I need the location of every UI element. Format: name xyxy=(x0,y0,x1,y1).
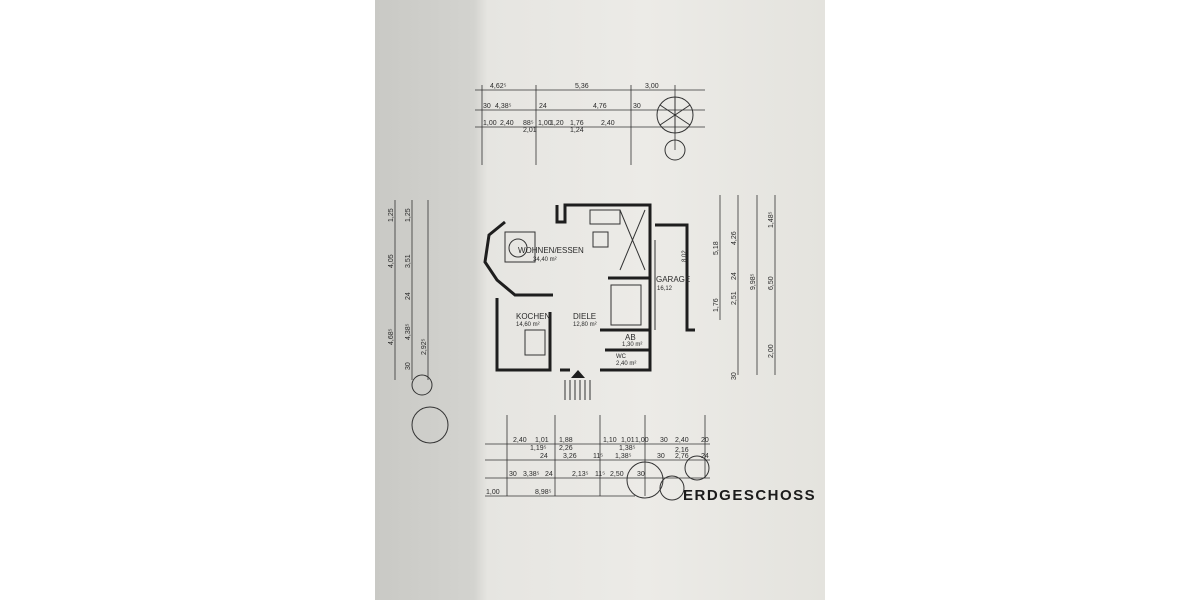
svg-text:30: 30 xyxy=(483,103,491,110)
room-label-wohnen: WOHNEN/ESSEN xyxy=(518,246,584,255)
svg-text:5,36: 5,36 xyxy=(575,83,589,90)
svg-text:2,51: 2,51 xyxy=(731,291,738,305)
svg-text:30: 30 xyxy=(660,437,668,444)
svg-text:1,76: 1,76 xyxy=(713,298,720,312)
svg-text:4,76: 4,76 xyxy=(593,103,607,110)
svg-text:3,51: 3,51 xyxy=(405,254,412,268)
svg-text:1,20: 1,20 xyxy=(550,120,564,127)
svg-text:2,13⁵: 2,13⁵ xyxy=(572,471,589,478)
room-label-ab: AB xyxy=(625,333,636,342)
svg-text:4,62⁵: 4,62⁵ xyxy=(490,83,507,90)
svg-text:1,01: 1,01 xyxy=(621,437,635,444)
svg-text:11⁵: 11⁵ xyxy=(595,471,605,478)
svg-text:2,26: 2,26 xyxy=(559,445,573,452)
svg-text:24: 24 xyxy=(731,272,738,280)
svg-text:2,40: 2,40 xyxy=(500,120,514,127)
svg-text:2,40: 2,40 xyxy=(601,120,615,127)
svg-text:24: 24 xyxy=(539,103,547,110)
room-area-ab: 1,30 m² xyxy=(622,342,642,348)
right-dimension-chain: 5,18 1,76 4,26 24 2,51 30 9,98⁵ 1,48⁵ 6,… xyxy=(713,195,776,380)
svg-text:1,76: 1,76 xyxy=(570,120,584,127)
svg-text:30: 30 xyxy=(509,471,517,478)
room-label-diele: DIELE xyxy=(573,312,596,321)
svg-text:5,18: 5,18 xyxy=(713,241,720,255)
svg-text:1,01: 1,01 xyxy=(535,437,549,444)
svg-text:2,40: 2,40 xyxy=(675,437,689,444)
room-label-garage: GARAGE xyxy=(656,275,690,284)
svg-text:1,88: 1,88 xyxy=(559,437,573,444)
svg-text:1,00: 1,00 xyxy=(483,120,497,127)
svg-text:4,38⁵: 4,38⁵ xyxy=(495,103,512,110)
svg-text:6,50: 6,50 xyxy=(768,276,775,290)
svg-text:1,38⁵: 1,38⁵ xyxy=(619,445,636,452)
entrance-arrow-icon xyxy=(571,370,585,378)
bottom-dimension-chain: 2,40 1,01 1,19⁵ 1,88 2,26 1,10 1,01 1,38… xyxy=(485,415,710,501)
plan-title: ERDGESCHOSS xyxy=(683,487,816,504)
svg-text:2,40: 2,40 xyxy=(513,437,527,444)
svg-text:4,38⁵: 4,38⁵ xyxy=(405,323,412,340)
svg-text:4,26: 4,26 xyxy=(731,231,738,245)
svg-text:1,19⁵: 1,19⁵ xyxy=(530,445,547,452)
svg-text:1,10: 1,10 xyxy=(603,437,617,444)
top-dimension-chain: 4,62⁵ 5,36 3,00 30 4,38⁵ 24 4,76 30 1,00… xyxy=(475,83,705,165)
building-walls xyxy=(483,203,695,400)
svg-text:11⁵: 11⁵ xyxy=(593,453,603,460)
left-dimension-chain: 1,25 4,05 4,68⁵ 1,25 3,51 24 4,38⁵ 30 2,… xyxy=(388,200,449,444)
svg-text:30: 30 xyxy=(405,362,412,370)
svg-text:2,76: 2,76 xyxy=(675,453,689,460)
svg-text:30: 30 xyxy=(637,471,645,478)
floor-plan-drawing: 4,62⁵ 5,36 3,00 30 4,38⁵ 24 4,76 30 1,00… xyxy=(388,83,816,504)
svg-text:3,38⁵: 3,38⁵ xyxy=(523,471,540,478)
svg-text:30: 30 xyxy=(731,372,738,380)
svg-text:1,00: 1,00 xyxy=(635,437,649,444)
svg-text:1,25: 1,25 xyxy=(388,208,395,222)
svg-text:1,00: 1,00 xyxy=(538,120,552,127)
room-area-diele: 12,80 m² xyxy=(573,322,597,328)
svg-text:88⁵: 88⁵ xyxy=(523,120,534,127)
svg-text:24: 24 xyxy=(701,453,709,460)
svg-text:30: 30 xyxy=(657,453,665,460)
svg-text:9,98⁵: 9,98⁵ xyxy=(750,273,757,290)
svg-text:3,00: 3,00 xyxy=(645,83,659,90)
room-area-kochen: 14,60 m² xyxy=(516,322,540,328)
room-area-wohnen: 34,40 m² xyxy=(533,257,557,263)
svg-text:8,02: 8,02 xyxy=(682,250,688,262)
svg-text:2,92⁵: 2,92⁵ xyxy=(421,338,428,355)
room-area-garage: 16,12 xyxy=(657,286,673,292)
svg-text:20: 20 xyxy=(701,437,709,444)
svg-text:24: 24 xyxy=(545,471,553,478)
svg-text:1,00: 1,00 xyxy=(486,489,500,496)
room-area-wc: 2,40 m² xyxy=(616,361,636,367)
svg-text:30: 30 xyxy=(633,103,641,110)
svg-text:1,25: 1,25 xyxy=(405,208,412,222)
svg-text:2,00: 2,00 xyxy=(768,344,775,358)
svg-text:2,16: 2,16 xyxy=(675,447,689,454)
svg-text:4,05: 4,05 xyxy=(388,254,395,268)
svg-text:24: 24 xyxy=(540,453,548,460)
svg-text:2,50: 2,50 xyxy=(610,471,624,478)
room-label-wc: WC xyxy=(616,354,627,360)
svg-text:1,24: 1,24 xyxy=(570,127,584,134)
svg-text:1,48⁵: 1,48⁵ xyxy=(768,211,775,228)
svg-text:24: 24 xyxy=(405,292,412,300)
tree-symbol xyxy=(656,96,694,161)
room-label-kochen: KOCHEN xyxy=(516,312,550,321)
svg-text:3,26: 3,26 xyxy=(563,453,577,460)
svg-text:2,01: 2,01 xyxy=(523,127,537,134)
svg-text:4,68⁵: 4,68⁵ xyxy=(388,328,395,345)
svg-text:1,38⁵: 1,38⁵ xyxy=(615,453,632,460)
floor-plan-paper xyxy=(375,0,825,600)
svg-text:8,98⁵: 8,98⁵ xyxy=(535,489,552,496)
tree-symbol-left xyxy=(411,406,449,444)
